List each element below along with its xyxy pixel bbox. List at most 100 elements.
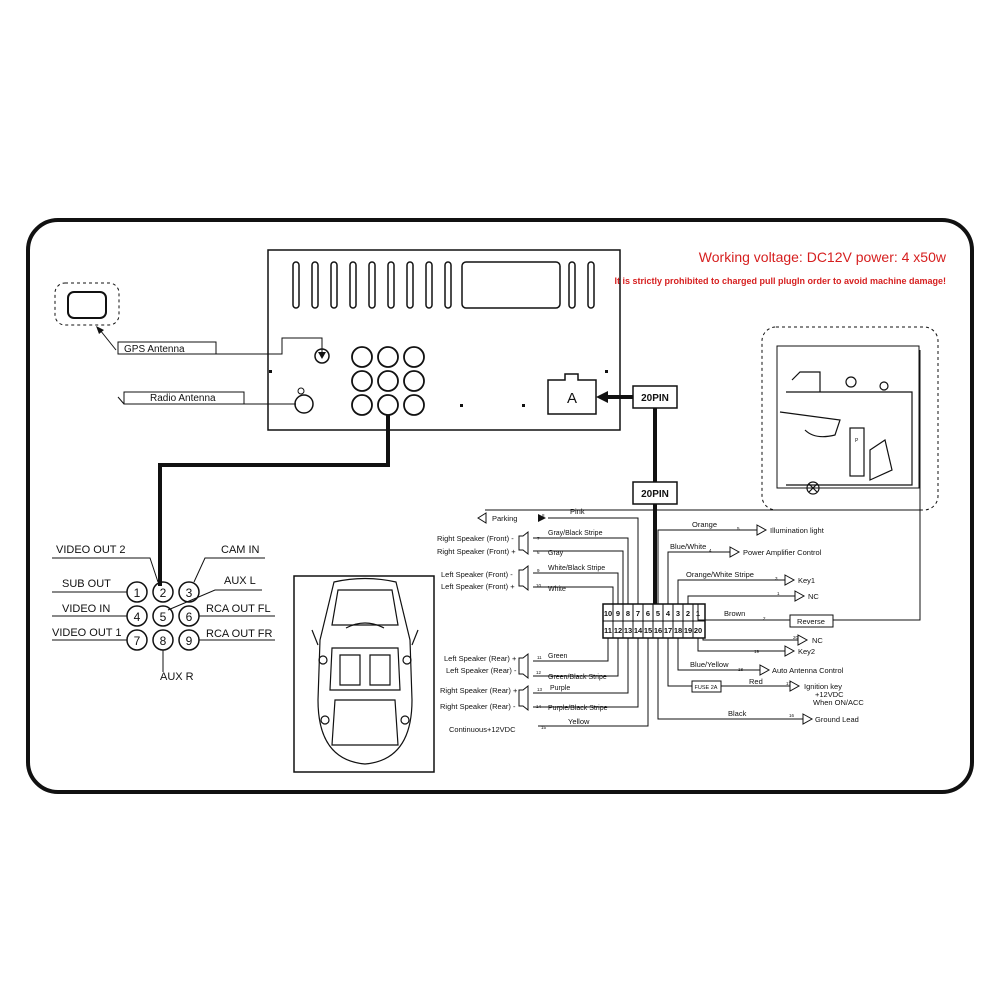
wire-label-lsr-neg: Left Speaker (Rear) - bbox=[446, 666, 517, 675]
av-pin-8: 8 bbox=[160, 634, 167, 648]
voltage-title: Working voltage: DC12V power: 4 x50w bbox=[699, 249, 947, 265]
wire-label-ground: Ground Lead bbox=[815, 715, 859, 724]
wire-color-gray-black: Gray/Black Stripe bbox=[548, 530, 603, 537]
label-video-out-1: VIDEO OUT 1 bbox=[52, 627, 121, 639]
label-rca-out-fl: RCA OUT FL bbox=[206, 603, 271, 615]
wire-pin-12: 12 bbox=[536, 670, 542, 675]
av-pin-3: 3 bbox=[186, 586, 193, 600]
label-aux-l: AUX L bbox=[224, 575, 256, 587]
vent-slots bbox=[292, 261, 595, 309]
wire-color-orange: Orange bbox=[692, 520, 717, 529]
wire-label-rsr-neg: Right Speaker (Rear) - bbox=[440, 702, 516, 711]
speaker-icons bbox=[518, 530, 529, 712]
av-pin-9: 9 bbox=[186, 634, 193, 648]
wire-label-rsf-neg: Right Speaker (Front) - bbox=[437, 534, 514, 543]
av-pin-7: 7 bbox=[134, 634, 141, 648]
wire-pin-17: 17 bbox=[786, 681, 792, 686]
wire-color-brown: Brown bbox=[724, 609, 745, 618]
av-pin-1: 1 bbox=[134, 586, 141, 600]
svg-text:20: 20 bbox=[694, 626, 702, 635]
svg-text:19: 19 bbox=[684, 626, 692, 635]
wire-pin-16: 16 bbox=[789, 713, 795, 718]
wire-label-lsr-pos: Left Speaker (Rear) + bbox=[444, 654, 517, 663]
av-pin-5: 5 bbox=[160, 610, 167, 624]
svg-text:8: 8 bbox=[626, 609, 630, 618]
wire-color-blue-yellow: Blue/Yellow bbox=[690, 660, 729, 669]
wire-pin-18: 18 bbox=[738, 667, 744, 672]
wire-pin-14: 14 bbox=[536, 704, 542, 709]
wire-pin-4: 4 bbox=[709, 548, 712, 553]
gps-antenna-label-box bbox=[117, 341, 217, 355]
connector-a-label: A bbox=[567, 390, 577, 407]
wire-color-black: Black bbox=[728, 709, 747, 718]
warning-text: It is strictly prohibited to charged pul… bbox=[614, 276, 946, 286]
wire-label-ignition-acc: When ON/ACC bbox=[813, 698, 864, 707]
head-unit-panel bbox=[267, 249, 621, 431]
svg-text:4: 4 bbox=[666, 609, 671, 618]
wire-label-rsf-pos: Right Speaker (Front) + bbox=[437, 547, 516, 556]
wire-label-nc-2: NC bbox=[812, 636, 823, 645]
wire-color-yellow: Yellow bbox=[568, 717, 590, 726]
wire-label-lsf-neg: Left Speaker (Front) - bbox=[441, 570, 513, 579]
av-pin-6: 6 bbox=[186, 610, 193, 624]
av-pin-connector: 1 2 3 4 5 6 7 8 9 bbox=[126, 581, 200, 651]
radio-antenna-label: Radio Antenna bbox=[150, 393, 216, 404]
radio-jack-icon bbox=[294, 394, 314, 414]
svg-text:3: 3 bbox=[676, 609, 680, 618]
svg-text:14: 14 bbox=[634, 626, 643, 635]
svg-text:10: 10 bbox=[604, 609, 612, 618]
wire-label-ignition: Ignition key bbox=[804, 682, 842, 691]
wire-label-auto-antenna: Auto Antenna Control bbox=[772, 666, 844, 675]
wire-pin-6: 6 bbox=[537, 550, 540, 555]
wire-pin-7: 7 bbox=[537, 536, 540, 541]
wire-label-illumination: Illumination light bbox=[770, 526, 825, 535]
wire-color-pink: Pink bbox=[570, 507, 585, 516]
wire-label-parking: Parking bbox=[492, 514, 517, 523]
wire-pin-9: 9 bbox=[537, 568, 540, 573]
right-arrows bbox=[729, 524, 814, 725]
gear-shift-icon bbox=[779, 371, 913, 495]
svg-text:7: 7 bbox=[636, 609, 640, 618]
wire-label-ignition-12v: +12VDC bbox=[815, 690, 844, 699]
wire-pin-2: 2 bbox=[763, 616, 766, 621]
svg-text:16: 16 bbox=[654, 626, 662, 635]
screw-marks bbox=[269, 370, 608, 407]
label-rca-out-fr: RCA OUT FR bbox=[206, 628, 272, 640]
wire-label-rsr-pos: Right Speaker (Rear) + bbox=[440, 686, 518, 695]
wire-pin-3: 3 bbox=[775, 576, 778, 581]
wire-pin-11: 11 bbox=[537, 655, 542, 660]
wire-label-key2: Key2 bbox=[798, 647, 815, 656]
connector-a bbox=[547, 373, 597, 415]
label-video-in: VIDEO IN bbox=[62, 603, 110, 615]
wire-color-green-black: Green/Black Stripe bbox=[548, 674, 607, 681]
fuse-label: FUSE 2A bbox=[695, 685, 718, 691]
gps-antenna-label: GPS Antenna bbox=[124, 344, 185, 355]
svg-text:5: 5 bbox=[656, 609, 660, 618]
wire-pin-5: 5 bbox=[737, 526, 740, 531]
label-aux-r: AUX R bbox=[160, 671, 194, 683]
label-cam-in: CAM IN bbox=[221, 544, 260, 556]
svg-text:17: 17 bbox=[664, 626, 672, 635]
car-top-view-icon bbox=[311, 577, 419, 765]
wire-pin-8: 8 bbox=[542, 513, 545, 518]
display-window bbox=[461, 261, 561, 309]
gps-antenna-icon bbox=[67, 291, 107, 319]
outer-frame bbox=[26, 218, 974, 794]
gps-jack-icon bbox=[314, 348, 330, 364]
wire-color-purple: Purple bbox=[550, 685, 570, 692]
svg-text:6: 6 bbox=[646, 609, 650, 618]
pin-box-upper-label: 20PIN bbox=[641, 393, 669, 404]
wire-color-orange-white: Orange/White Stripe bbox=[686, 570, 754, 579]
wire-pin-19: 19 bbox=[754, 649, 760, 654]
wire-color-green: Green bbox=[548, 653, 568, 660]
wire-color-purple-black: Purple/Black Stripe bbox=[548, 705, 608, 712]
wire-pin-10: 10 bbox=[536, 583, 542, 588]
label-sub-out: SUB OUT bbox=[62, 578, 111, 590]
label-video-out-2: VIDEO OUT 2 bbox=[56, 544, 125, 556]
wire-color-white-black: White/Black Stripe bbox=[548, 565, 605, 572]
wire-label-continuous: Continuous+12VDC bbox=[449, 725, 516, 734]
reverse-box bbox=[789, 614, 834, 628]
radio-antenna-label-box bbox=[123, 391, 245, 405]
wire-pin-1: 1 bbox=[777, 591, 780, 596]
